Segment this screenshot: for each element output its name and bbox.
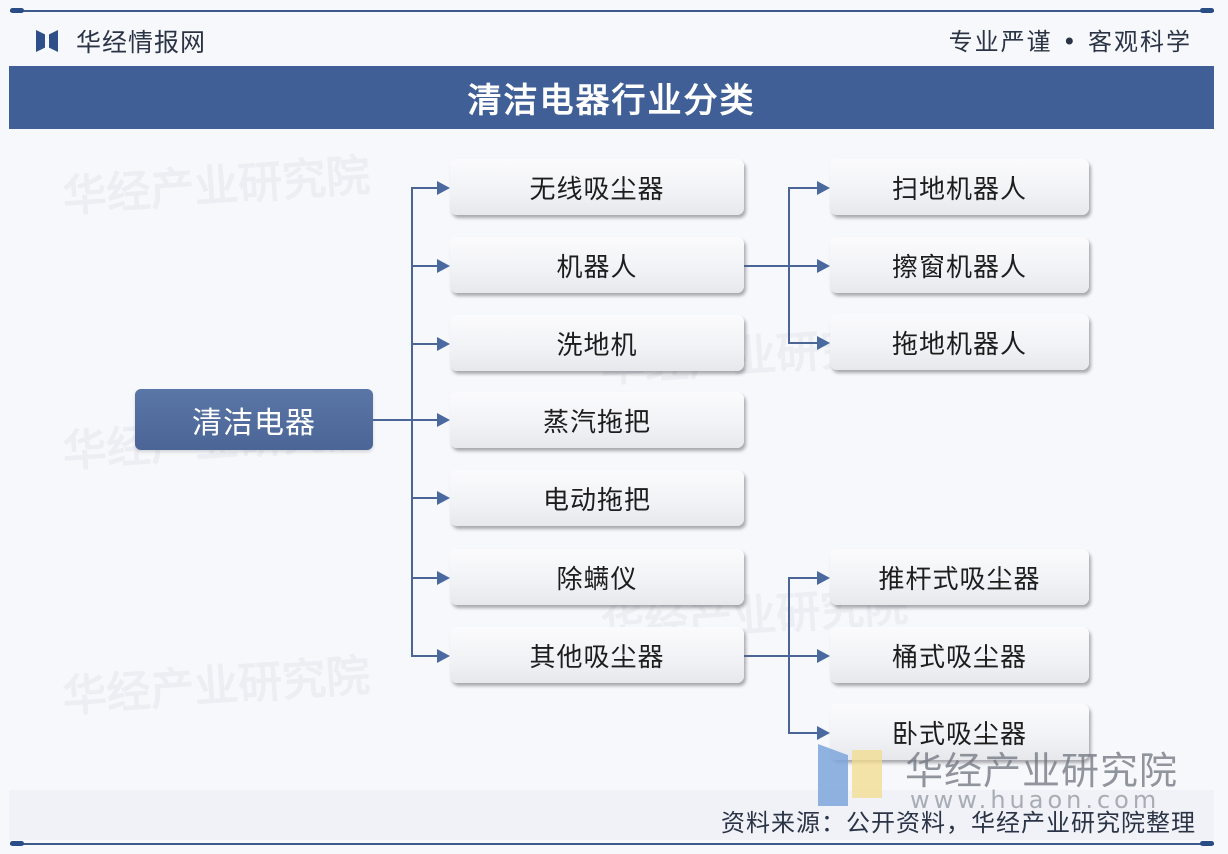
root-node: 清洁电器 [135, 389, 373, 450]
node-sweeping-robot: 扫地机器人 [830, 159, 1089, 215]
watermark-url: www.huaon.com [910, 786, 1161, 814]
node-electric-mop: 电动拖把 [450, 470, 744, 526]
node-mite-remover: 除螨仪 [450, 549, 744, 605]
arrow-right-icon [437, 491, 450, 505]
connector-branch [411, 497, 438, 499]
node-label: 桶式吸尘器 [891, 642, 1027, 673]
node-cordless-vacuum: 无线吸尘器 [450, 159, 744, 215]
node-label: 洗地机 [556, 330, 638, 361]
connector-root [373, 419, 413, 421]
bottom-divider [10, 841, 1214, 846]
connector-branch [788, 265, 818, 267]
background-watermark: 华经产业研究院 [60, 650, 372, 723]
arrow-right-icon [437, 649, 450, 663]
connector-branch [411, 655, 438, 657]
title-bar: 清洁电器行业分类 [9, 66, 1214, 129]
arrow-right-icon [817, 336, 830, 350]
footer-band [9, 790, 1214, 840]
node-label: 拖地机器人 [891, 329, 1027, 360]
arrow-right-icon [817, 571, 830, 585]
arrow-right-icon [437, 181, 450, 195]
background-watermark: 华经产业研究院 [60, 150, 372, 223]
connector-robot [744, 265, 790, 267]
arrow-right-icon [817, 649, 830, 663]
node-label: 无线吸尘器 [529, 174, 665, 205]
connector-branch [411, 343, 438, 345]
connector-branch [788, 577, 818, 579]
top-divider [10, 8, 1214, 13]
arrow-right-icon [437, 571, 450, 585]
slogan: 专业严谨 • 客观科学 [948, 28, 1192, 56]
watermark-text: 华经产业研究院 [905, 749, 1179, 793]
node-mopping-robot: 拖地机器人 [830, 314, 1089, 370]
node-label: 卧式吸尘器 [891, 719, 1027, 750]
node-label: 机器人 [556, 252, 638, 283]
source-note: 资料来源：公开资料，华经产业研究院整理 [721, 809, 1196, 837]
node-floor-scrubber: 洗地机 [450, 315, 744, 371]
node-label: 擦窗机器人 [891, 252, 1027, 283]
connector-branch [411, 419, 438, 421]
node-robot: 机器人 [450, 237, 744, 293]
page-title: 清洁电器行业分类 [467, 81, 756, 121]
connector-branch [788, 342, 818, 344]
watermark-logo-icon [818, 744, 884, 806]
node-label: 蒸汽拖把 [542, 407, 651, 438]
brand-name: 华经情报网 [76, 28, 207, 57]
node-canister-vacuum: 桶式吸尘器 [830, 627, 1089, 683]
node-label: 电动拖把 [542, 485, 651, 516]
arrow-right-icon [437, 259, 450, 273]
node-other-vacuum: 其他吸尘器 [450, 627, 744, 683]
arrow-right-icon [817, 726, 830, 740]
connector-other-vacuum [744, 655, 790, 657]
arrow-right-icon [817, 181, 830, 195]
node-label: 推杆式吸尘器 [878, 564, 1041, 595]
connector-branch [788, 655, 818, 657]
arrow-right-icon [437, 413, 450, 427]
connector-branch [411, 265, 438, 267]
root-node-label: 清洁电器 [192, 405, 316, 441]
connector-branch [411, 187, 438, 189]
connector-branch [788, 187, 818, 189]
connector-branch [411, 577, 438, 579]
node-label: 扫地机器人 [891, 174, 1027, 205]
node-window-cleaning-robot: 擦窗机器人 [830, 237, 1089, 293]
connector-trunk [411, 187, 413, 657]
node-label: 其他吸尘器 [529, 642, 665, 673]
arrow-right-icon [437, 337, 450, 351]
node-horizontal-vacuum: 卧式吸尘器 [830, 704, 1089, 760]
node-steam-mop: 蒸汽拖把 [450, 392, 744, 448]
node-label: 除螨仪 [556, 564, 638, 595]
brand-logo-icon [34, 28, 62, 54]
node-stick-vacuum: 推杆式吸尘器 [830, 549, 1089, 605]
connector-branch [788, 732, 818, 734]
brand-header: 华经情报网 [34, 24, 206, 58]
arrow-right-icon [817, 259, 830, 273]
